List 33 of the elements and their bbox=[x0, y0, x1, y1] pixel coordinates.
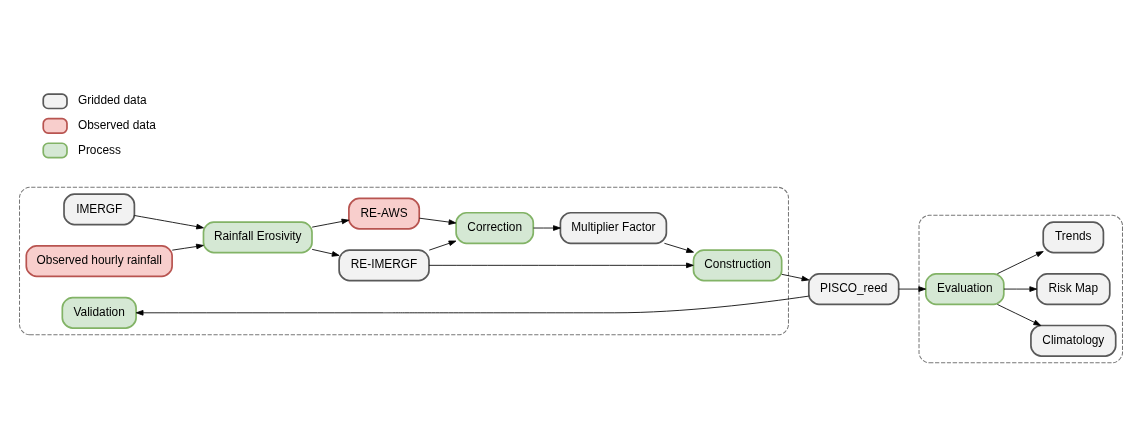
cluster bbox=[19, 186, 789, 335]
arrow bbox=[428, 262, 694, 268]
arrow bbox=[428, 240, 457, 251]
arrow bbox=[997, 303, 1042, 326]
arrow bbox=[311, 248, 340, 257]
legend-label: Observed data bbox=[78, 117, 156, 132]
node-box: RE-IMERGF bbox=[338, 248, 430, 281]
arrow bbox=[134, 214, 204, 229]
arrow bbox=[997, 250, 1044, 274]
arrow bbox=[135, 295, 809, 316]
arrow bbox=[418, 217, 457, 225]
arrow bbox=[171, 243, 204, 251]
arrow bbox=[533, 224, 561, 231]
arrow bbox=[664, 242, 694, 253]
node-box: Risk Map bbox=[1036, 272, 1111, 305]
node-box: IMERGF bbox=[63, 192, 136, 225]
legend-label: Process bbox=[78, 142, 121, 157]
node-box: Evaluation bbox=[924, 272, 1005, 305]
node-box: Construction bbox=[692, 248, 783, 281]
node-box: RE-AWS bbox=[348, 197, 421, 230]
legend-label: Gridded data bbox=[78, 92, 147, 107]
arrow bbox=[898, 285, 927, 292]
arrow bbox=[1003, 285, 1038, 292]
arrow bbox=[311, 218, 350, 228]
node-box: Validation bbox=[61, 296, 137, 329]
node-box: Observed hourly rainfall bbox=[25, 244, 173, 277]
node-box: Rainfall Erosivity bbox=[202, 220, 313, 253]
node-box: Trends bbox=[1042, 220, 1105, 253]
node-box: PISCO_reed bbox=[807, 272, 900, 305]
node-box: Multiplier Factor bbox=[559, 211, 668, 244]
node-box: Climatology bbox=[1030, 324, 1117, 357]
node-box: Correction bbox=[455, 211, 535, 244]
arrow bbox=[781, 273, 810, 281]
